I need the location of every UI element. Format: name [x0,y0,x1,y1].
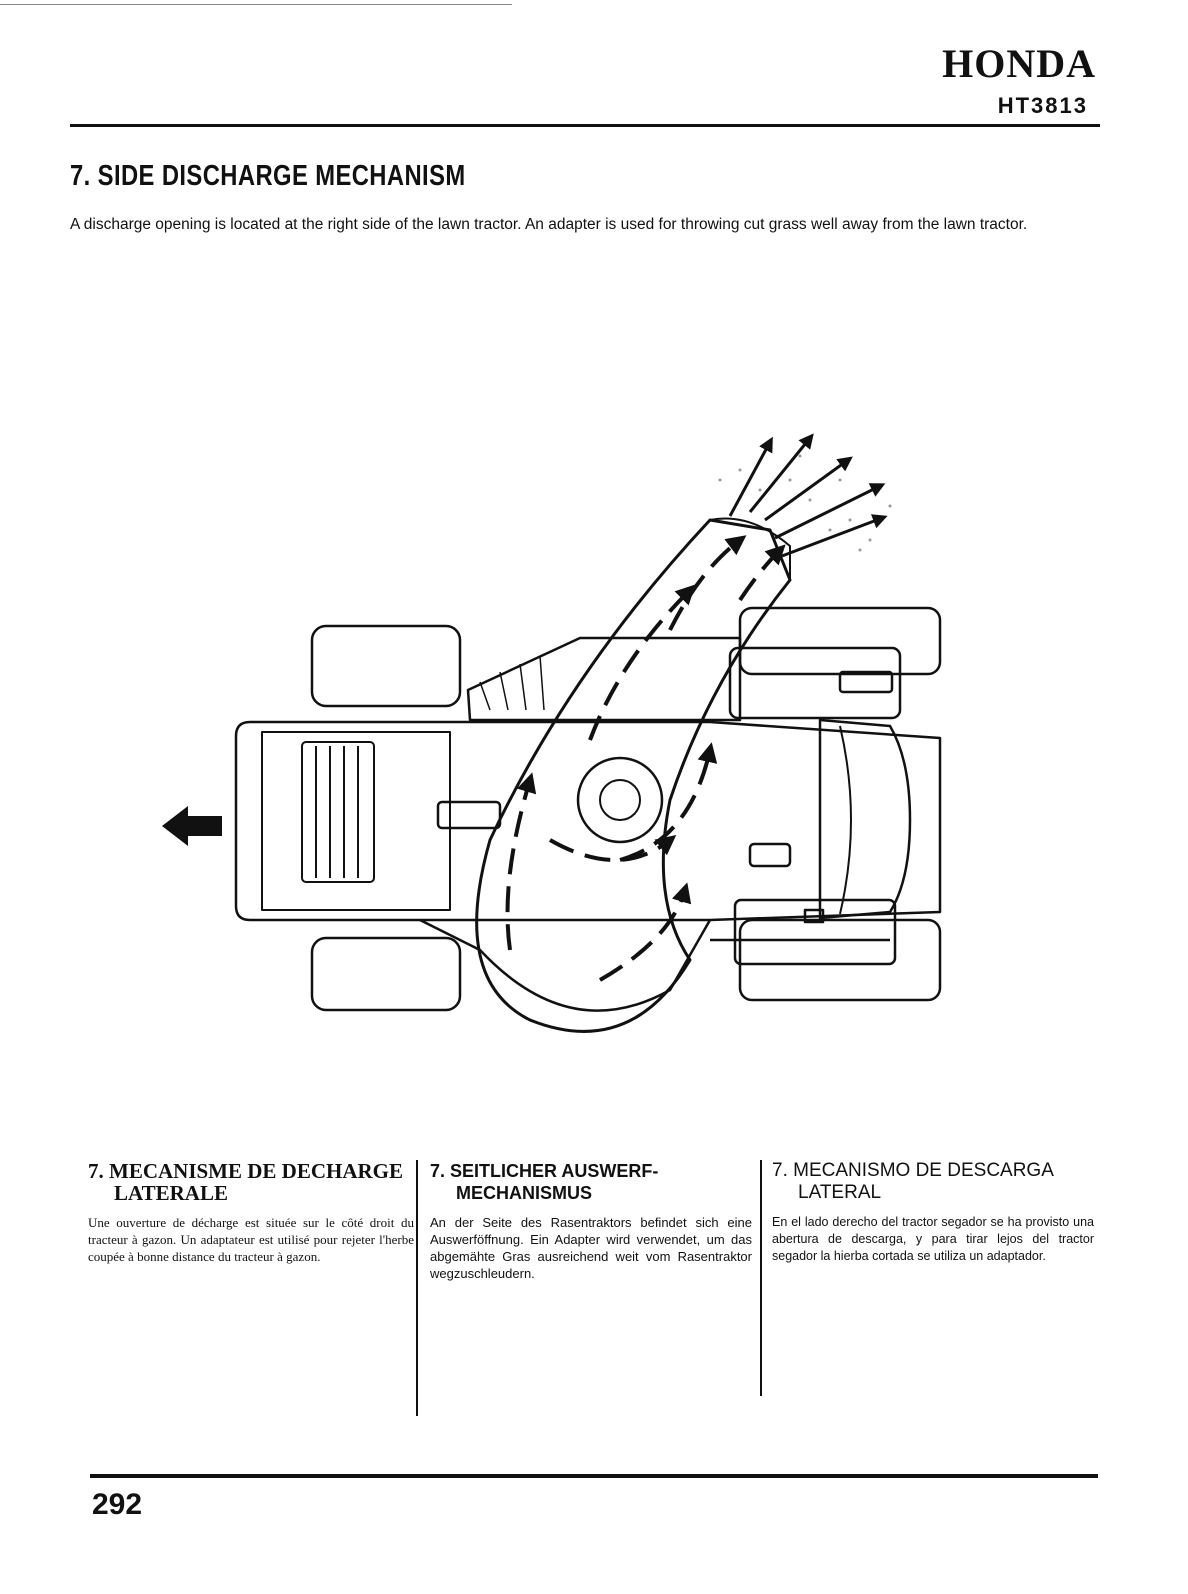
french-heading: 7. MECANISME DE DECHARGE LATERALE [88,1159,404,1205]
header-rule [70,124,1100,127]
lever-panel [733,898,897,966]
front-wheel-bottom [738,918,942,1002]
brand-logo: HONDA [942,41,1096,86]
german-heading: 7. SEITLICHER AUSWERF- MECHANISMUS [430,1161,659,1203]
grass-spray-dots [718,454,892,552]
section-title: 7. SIDE DISCHARGE MECHANISM [70,160,466,192]
french-body: Une ouverture de décharge est située sur… [88,1215,414,1264]
german-column: 7. SEITLICHER AUSWERF- MECHANISMUS An de… [430,1160,752,1282]
rear-wheel-bottom [310,936,462,1012]
spray-arrows [728,433,888,558]
model-number: HT3813 [997,93,1088,118]
section-body: A discharge opening is located at the ri… [70,216,1028,233]
page-number: 292 [92,1488,143,1521]
spanish-column: 7. MECANISMO DE DESCARGA LATERAL En el l… [772,1160,1094,1265]
mower-deck [419,918,712,1012]
german-body: An der Seite des Rasentraktors befindet … [430,1215,752,1281]
rear-wheel-top [310,624,462,708]
column-divider [416,1160,418,1416]
spanish-heading: 7. MECANISMO DE DESCARGA LATERAL [772,1160,1054,1203]
grass-catcher [466,636,742,722]
column-divider [760,1160,762,1396]
scan-edge-mark [0,4,512,5]
tractor-body [234,720,942,922]
lawn-tractor-illustration [162,433,942,1033]
engine-hood [818,718,912,920]
french-column: 7. MECANISME DE DECHARGE LATERALE Une ou… [88,1160,414,1265]
discharge-flow-arrows [505,535,786,982]
rear-grille [301,741,375,883]
control-panel [728,646,902,720]
spanish-body: En el lado derecho del tractor segador s… [772,1215,1094,1263]
impeller [576,756,664,844]
front-wheel-top [738,606,942,676]
footer-rule [90,1474,1098,1478]
direction-arrow-icon [162,806,222,846]
